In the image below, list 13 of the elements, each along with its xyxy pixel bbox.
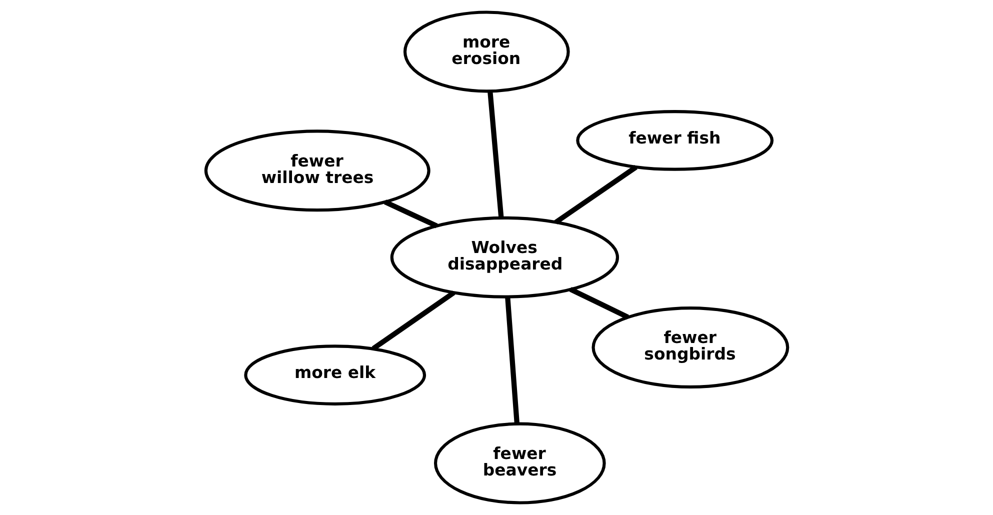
connector xyxy=(371,290,455,351)
node-ellipse: fewer songbirds xyxy=(591,306,789,388)
connector xyxy=(554,165,637,224)
connector xyxy=(383,200,438,228)
node-ellipse: Wolves disappeared xyxy=(390,216,619,298)
node-ellipse: fewer willow trees xyxy=(204,130,430,212)
connector xyxy=(487,91,504,218)
node-ellipse: fewer fish xyxy=(576,110,774,171)
node-ellipse: more elk xyxy=(244,344,426,406)
connector xyxy=(504,296,520,424)
node-ellipse: fewer beavers xyxy=(433,422,606,504)
connector xyxy=(568,286,629,320)
node-ellipse: more erosion xyxy=(402,10,570,93)
